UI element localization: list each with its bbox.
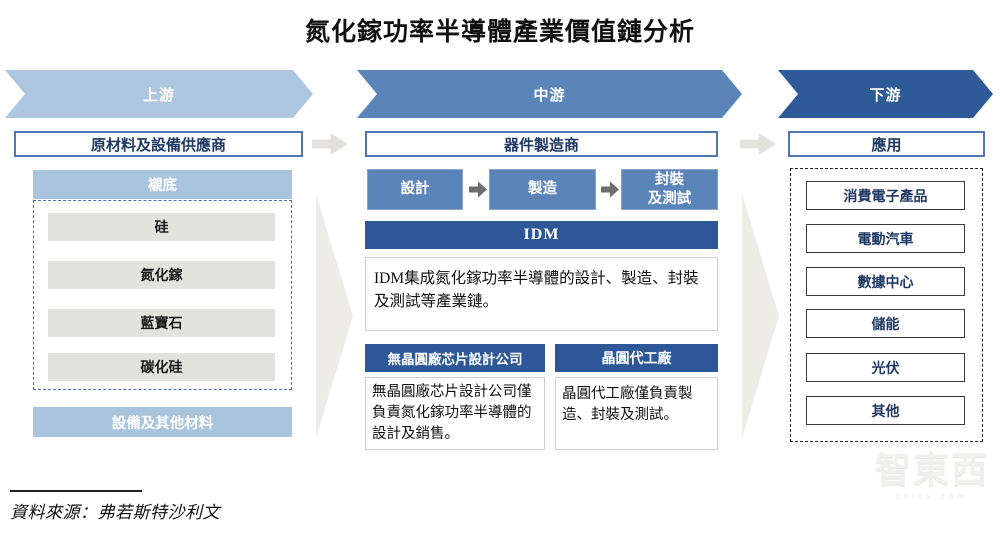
page-title: 氮化鎵功率半導體產業價值鏈分析 <box>304 18 695 46</box>
stage-chevron-upstream: 上游 <box>5 70 313 118</box>
fabless-header-bar: 無晶圓廠芯片設計公司 <box>365 344 545 372</box>
stage-chevron-midstream: 中游 <box>357 70 742 118</box>
substrate-header-bar: 襯底 <box>33 170 292 199</box>
substrate-dashed-box: 硅 氮化鎵 藍寶石 碳化硅 <box>33 200 292 390</box>
stage-label-midstream: 中游 <box>533 86 566 104</box>
watermark: 智東西 zhidx.com <box>868 450 996 501</box>
substrate-item: 硅 <box>48 213 275 241</box>
stage-chevron-downstream: 下游 <box>778 70 993 118</box>
downstream-header-box: 應用 <box>788 131 985 157</box>
flow-triangle-icon <box>742 194 779 438</box>
application-item: 儲能 <box>806 309 965 338</box>
midstream-header-box: 器件製造商 <box>365 131 718 157</box>
right-arrow-icon <box>312 132 348 156</box>
substrate-item: 氮化鎵 <box>48 261 275 289</box>
right-arrow-icon <box>740 132 776 156</box>
foundry-description-box: 晶圓代工廠僅負責製造、封裝及測試。 <box>555 377 718 450</box>
substrate-item: 藍寶石 <box>48 309 275 337</box>
watermark-domain: zhidx.com <box>895 491 968 501</box>
substrate-item: 碳化硅 <box>48 353 275 381</box>
application-item: 數據中心 <box>806 267 965 296</box>
source-divider <box>10 490 142 492</box>
application-item: 其他 <box>806 396 965 425</box>
flow-triangle-icon <box>316 194 353 438</box>
stage-label-downstream: 下游 <box>869 86 902 104</box>
applications-dashed-box: 消費電子產品 電動汽車 數據中心 儲能 光伏 其他 <box>790 168 983 442</box>
idm-header-bar: IDM <box>365 221 718 249</box>
stage-label-upstream: 上游 <box>142 86 175 104</box>
equipment-bar: 設備及其他材料 <box>33 407 292 437</box>
process-step-design: 設計 <box>367 169 463 210</box>
source-note: 資料來源：弗若斯特沙利文 <box>10 503 220 522</box>
upstream-header-box: 原材料及設備供應商 <box>14 131 303 157</box>
application-item: 消費電子產品 <box>806 181 965 210</box>
fabless-description-box: 無晶圓廠芯片設計公司僅負責氮化鎵功率半導體的設計及銷售。 <box>365 377 545 450</box>
idm-description-box: IDM集成氮化鎵功率半導體的設計、製造、封裝及測試等產業鏈。 <box>365 257 718 331</box>
process-step-manufacture: 製造 <box>489 169 596 210</box>
step-arrow-icon <box>469 181 487 198</box>
process-step-package-test: 封裝 及測試 <box>621 169 718 210</box>
step-arrow-icon <box>601 181 619 198</box>
application-item: 光伏 <box>806 353 965 382</box>
foundry-header-bar: 晶圓代工廠 <box>555 344 718 372</box>
application-item: 電動汽車 <box>806 224 965 253</box>
watermark-logo: 智東西 <box>874 449 989 490</box>
